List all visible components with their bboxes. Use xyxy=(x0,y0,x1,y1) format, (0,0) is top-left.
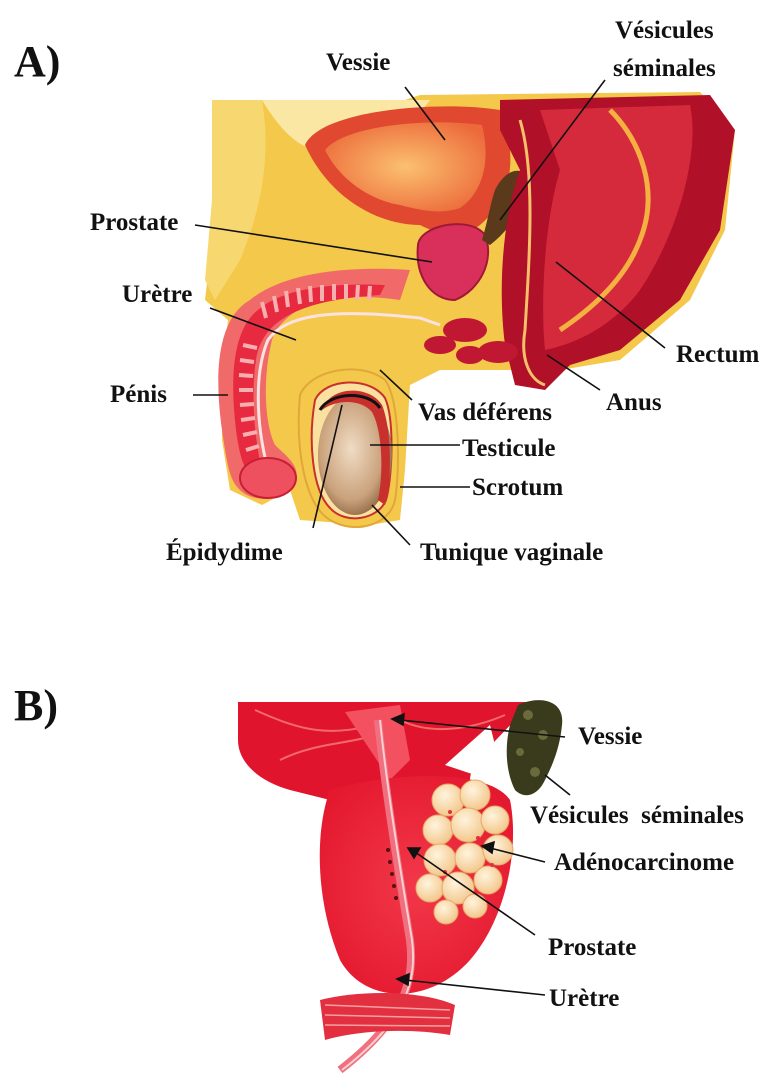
label-uretre-b: Urètre xyxy=(549,986,619,1011)
label-tunique-a: Tunique vaginale xyxy=(420,540,603,565)
label-uretre-a: Urètre xyxy=(122,282,192,307)
label-testicule-a: Testicule xyxy=(462,436,556,461)
panel-b-letter: B) xyxy=(14,684,58,728)
label-adenocarcinome-b: Adénocarcinome xyxy=(554,850,734,875)
label-prostate-a: Prostate xyxy=(90,210,178,235)
panel-a-letter: A) xyxy=(14,40,60,84)
seminal-vesicles-b xyxy=(507,700,563,795)
label-vesicules-b: Vésicules séminales xyxy=(530,803,744,828)
label-epididyme-a: Épidydime xyxy=(166,540,283,565)
label-scrotum-a: Scrotum xyxy=(472,475,563,500)
label-penis-a: Pénis xyxy=(110,382,167,407)
label-vessie-a: Vessie xyxy=(326,50,390,75)
label-rectum-a: Rectum xyxy=(676,342,759,367)
label-vesicules-a-line2: séminales xyxy=(613,56,716,81)
label-anus-a: Anus xyxy=(606,390,662,415)
panel-b-illustration xyxy=(238,700,562,1070)
label-vesicules-a-line1: Vésicules xyxy=(615,18,714,43)
label-prostate-b: Prostate xyxy=(548,935,636,960)
label-vessie-b: Vessie xyxy=(578,724,642,749)
glans xyxy=(240,458,296,498)
leader-vesicules-b xyxy=(545,775,570,795)
label-vas-deferens-a: Vas déférens xyxy=(418,400,552,425)
